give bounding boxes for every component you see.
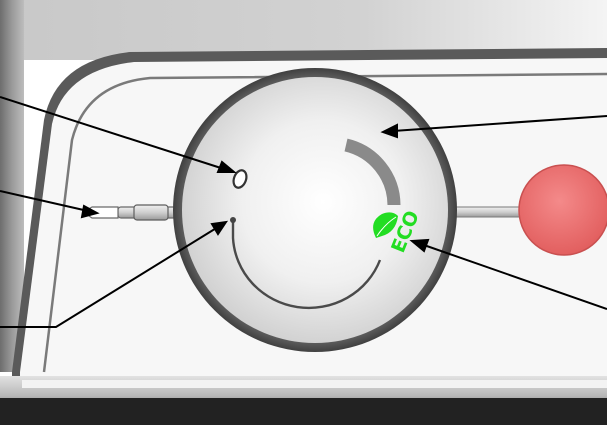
indicator-lamp [519, 165, 607, 255]
panel-bottom-lip [22, 380, 607, 388]
panel-bottom-shadow [0, 398, 607, 425]
control-knob[interactable] [173, 68, 457, 352]
lamp-rod [446, 207, 526, 217]
pivot-pin [87, 205, 182, 220]
arc-start-dot [230, 217, 236, 223]
